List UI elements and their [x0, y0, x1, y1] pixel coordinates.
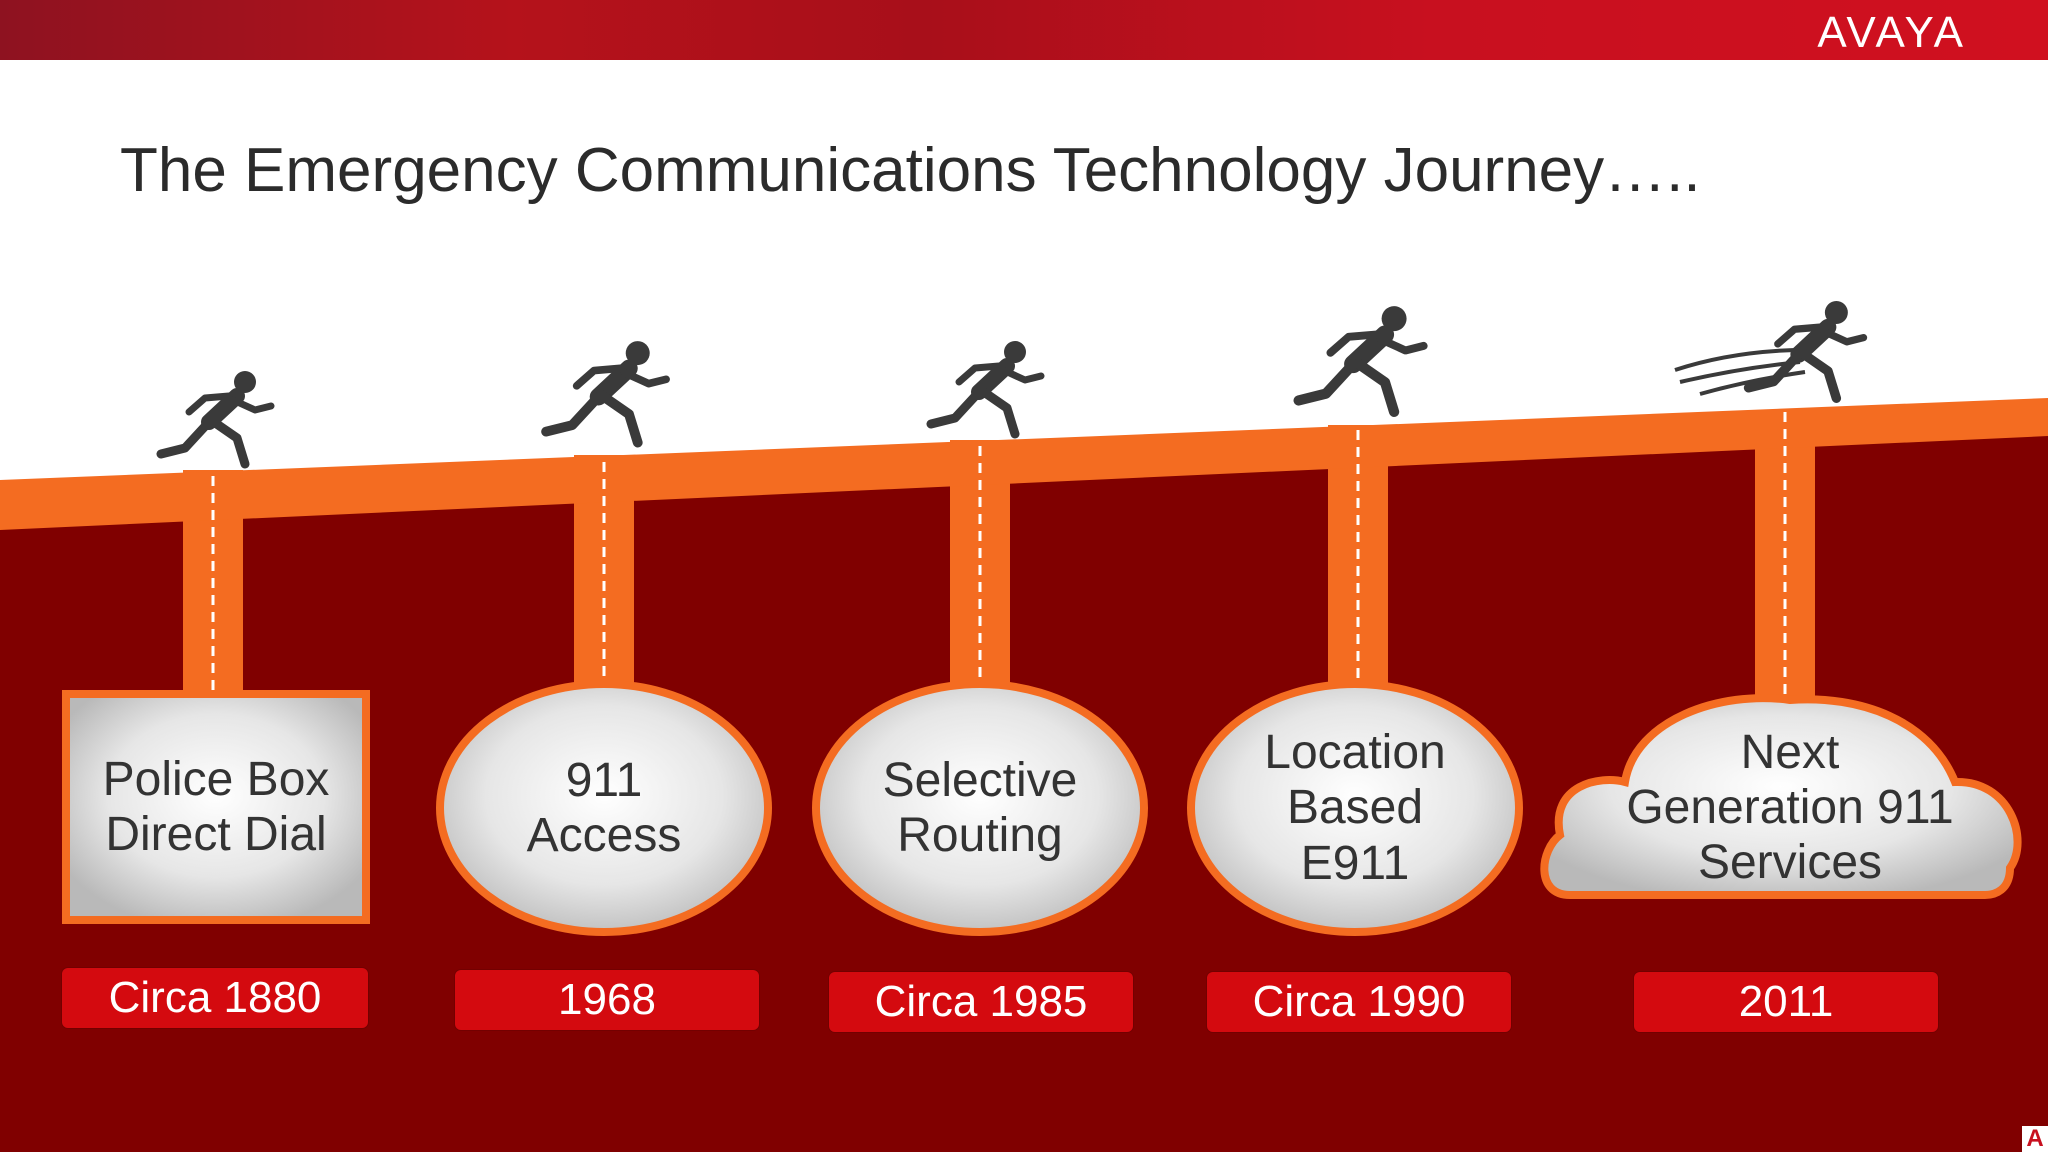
node-label-1: Police Box Direct Dial: [102, 752, 330, 861]
header-bar: [0, 0, 2048, 60]
node-label-4: Location Based E911: [1264, 726, 1446, 890]
node-label-3: Selective Routing: [882, 753, 1078, 862]
running-person-icon: [161, 371, 271, 464]
node-label-2: 911 Access: [526, 753, 682, 862]
bridge-bar: [0, 398, 2048, 530]
running-person-icon: [546, 341, 666, 442]
year-badge-1: Circa 1880: [62, 968, 368, 1028]
year-badge-4: Circa 1990: [1207, 972, 1511, 1032]
year-badge-3: Circa 1985: [829, 972, 1133, 1032]
node-shape-5: [1540, 694, 2022, 899]
speeding-person-icon: [1674, 301, 1864, 398]
node-shape-4: [1187, 680, 1523, 936]
corner-mark: A: [2022, 1126, 2048, 1152]
node-shape-1: [62, 690, 370, 924]
year-badge-5: 2011: [1634, 972, 1938, 1032]
node-shape-3: [812, 680, 1148, 936]
avaya-logo: AVAYA: [1817, 8, 1966, 57]
node-label-5: Next Generation 911 Services: [1626, 725, 1954, 890]
year-badge-2: 1968: [455, 970, 759, 1030]
slide-title: The Emergency Communications Technology …: [120, 136, 1701, 205]
running-person-icon: [1299, 306, 1424, 412]
node-shape-2: [436, 680, 772, 936]
running-person-icon: [931, 341, 1041, 434]
